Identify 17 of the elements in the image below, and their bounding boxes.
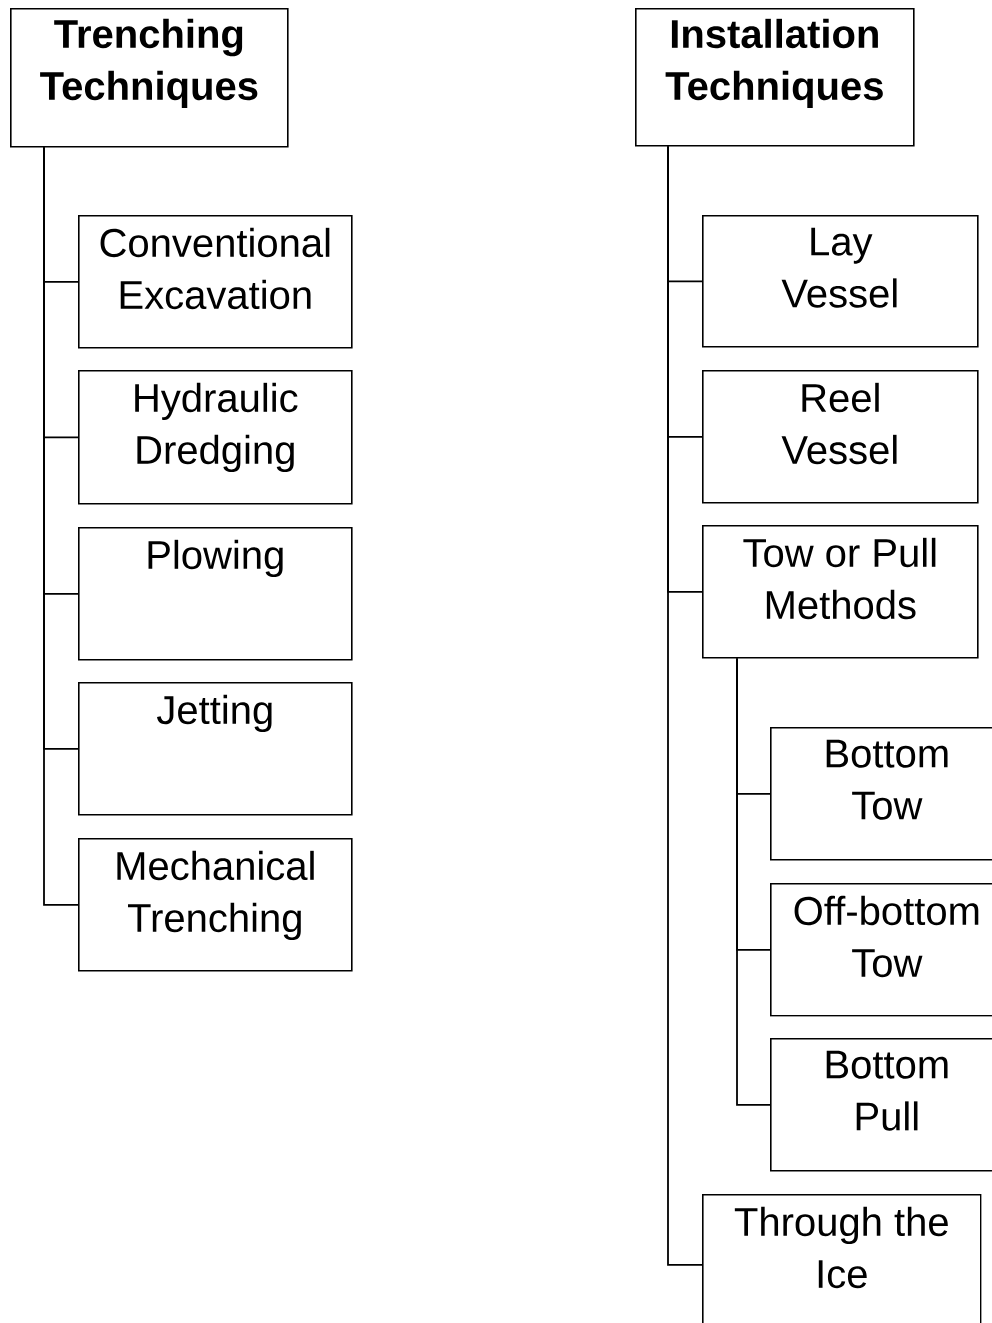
category-box: Conventional Excavation: [78, 215, 353, 349]
category-box: Bottom Pull: [770, 1038, 992, 1172]
category-box: Plowing: [78, 527, 353, 661]
category-box: Off-bottom Tow: [770, 883, 992, 1017]
connector-line: [667, 145, 703, 1266]
category-box: Jetting: [78, 682, 353, 816]
connector-line: [43, 146, 79, 906]
category-box: Bottom Tow: [770, 727, 992, 861]
heading-box: Trenching Techniques: [10, 8, 289, 148]
category-box: Reel Vessel: [702, 370, 979, 504]
category-box: Tow or Pull Methods: [702, 525, 979, 659]
category-box: Hydraulic Dredging: [78, 370, 353, 505]
category-box: Mechanical Trenching: [78, 838, 353, 972]
connector-line: [736, 657, 771, 1106]
category-box: Lay Vessel: [702, 215, 979, 348]
heading-box: Installation Techniques: [635, 8, 915, 147]
category-box: Through the Ice: [702, 1194, 982, 1323]
